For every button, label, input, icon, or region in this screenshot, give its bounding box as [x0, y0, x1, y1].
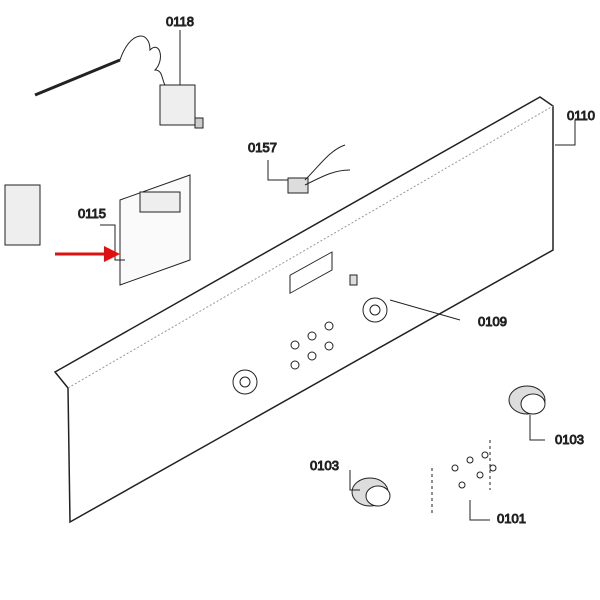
- partial-part-left: [4, 184, 41, 246]
- label-0157: 0157: [248, 140, 277, 155]
- electronic-module-part: [119, 174, 191, 286]
- knob-right-part: [508, 385, 546, 415]
- control-panel-part: [53, 96, 554, 524]
- switch-part: [287, 144, 351, 194]
- leader-lines: [100, 30, 576, 521]
- thermostat-part: [34, 35, 204, 129]
- label-0103-right: 0103: [555, 432, 584, 447]
- highlight-arrow-icon: [55, 246, 120, 262]
- label-0118: 0118: [166, 14, 194, 29]
- label-0103-left: 0103: [310, 458, 339, 473]
- button-holes: [290, 321, 334, 370]
- label-0109: 0109: [478, 314, 507, 329]
- knob-left-part: [351, 477, 391, 507]
- label-0110: 0110: [567, 108, 595, 123]
- screws-part: [431, 440, 497, 515]
- label-0101: 0101: [497, 511, 526, 526]
- label-0115: 0115: [78, 206, 106, 221]
